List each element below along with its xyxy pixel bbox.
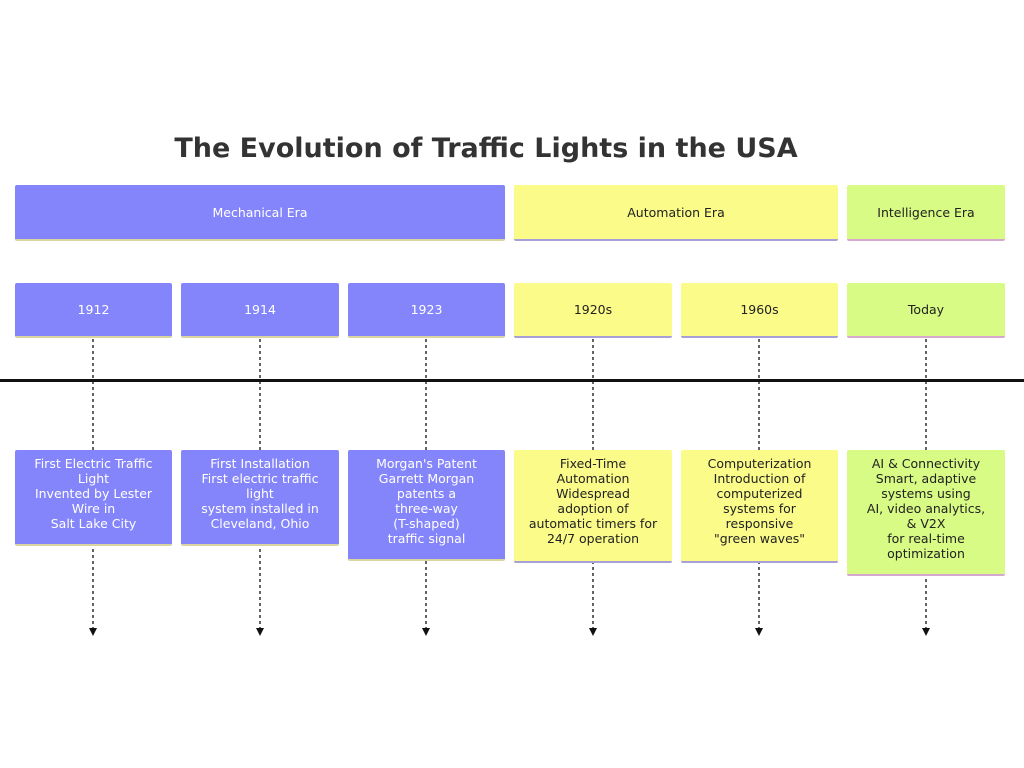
- year-box-1960s: 1960s: [681, 283, 838, 338]
- era-intelligence: Intelligence Era: [847, 185, 1005, 241]
- era-automation: Automation Era: [514, 185, 838, 241]
- event-text-1912: First Electric Traffic Light Invented by…: [34, 456, 153, 531]
- event-text-1923: Morgan's Patent Garrett Morgan patents a…: [376, 456, 477, 546]
- era-mechanical: Mechanical Era: [15, 185, 505, 241]
- event-text-1920s: Fixed-Time Automation Widespread adoptio…: [528, 456, 658, 546]
- event-text-1960s: Computerization Introduction of computer…: [707, 456, 812, 546]
- year-box-1914: 1914: [181, 283, 339, 338]
- event-text-1914: First Installation First electric traffi…: [201, 456, 319, 531]
- diagram-title: The Evolution of Traffic Lights in the U…: [174, 133, 798, 164]
- event-box-1960s: Computerization Introduction of computer…: [681, 450, 838, 563]
- year-box-1923: 1923: [348, 283, 505, 338]
- event-box-1920s: Fixed-Time Automation Widespread adoptio…: [514, 450, 672, 563]
- year-box-1920s: 1920s: [514, 283, 672, 338]
- event-box-1914: First Installation First electric traffi…: [181, 450, 339, 546]
- year-box-1912: 1912: [15, 283, 172, 338]
- timeline-axis: [0, 379, 1024, 382]
- event-box-1912: First Electric Traffic Light Invented by…: [15, 450, 172, 546]
- event-text-today: AI & Connectivity Smart, adaptive system…: [866, 456, 986, 561]
- event-box-today: AI & Connectivity Smart, adaptive system…: [847, 450, 1005, 576]
- event-box-1923: Morgan's Patent Garrett Morgan patents a…: [348, 450, 505, 561]
- year-box-today: Today: [847, 283, 1005, 338]
